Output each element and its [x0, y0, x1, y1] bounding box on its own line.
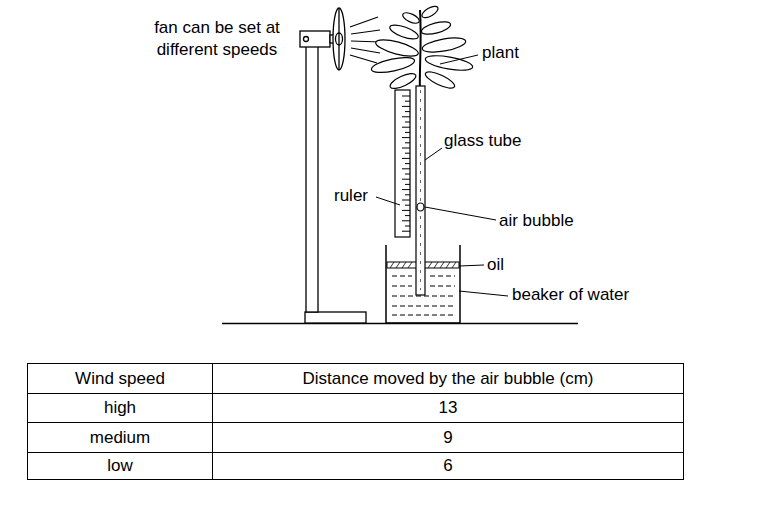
ruler-tick — [405, 226, 410, 227]
ruler-drawing — [395, 90, 410, 237]
part-label: plant — [482, 42, 519, 64]
ruler-tick — [405, 184, 410, 185]
ruler-tick — [405, 142, 410, 143]
ruler-tick — [402, 179, 410, 180]
part-label: beaker of water — [512, 284, 629, 306]
ruler-tick — [405, 194, 410, 195]
plant-drawing — [370, 4, 473, 92]
table-header: Wind speed — [28, 364, 212, 393]
ruler-tick — [405, 215, 410, 216]
air-bubble-drawing — [417, 203, 424, 211]
part-label: glass tube — [444, 130, 522, 152]
ruler-tick — [402, 168, 410, 169]
ruler-tick — [402, 231, 410, 232]
ruler-tick — [402, 127, 410, 128]
table-cell: high — [28, 394, 212, 422]
table-cell: 6 — [213, 453, 683, 479]
table-cell: low — [28, 453, 212, 479]
wind-lines — [350, 17, 381, 63]
ruler-tick — [402, 200, 410, 201]
table-cell: medium — [28, 423, 212, 452]
ruler-tick — [405, 163, 410, 164]
table-cell: 9 — [213, 423, 683, 452]
ruler-tick — [402, 210, 410, 211]
ruler-tick — [402, 148, 410, 149]
part-label: ruler — [334, 185, 368, 207]
part-label: oil — [487, 254, 504, 276]
glass-tube-drawing — [416, 86, 425, 295]
table-grid — [28, 364, 684, 480]
ruler-tick — [405, 111, 410, 112]
fan-stand — [300, 8, 366, 323]
ruler-tick — [405, 174, 410, 175]
fan-label: fan can be set at different speeds — [132, 17, 302, 61]
ruler-tick — [402, 106, 410, 107]
ruler-tick — [402, 116, 410, 117]
table-cell: 13 — [213, 394, 683, 422]
part-label: air bubble — [499, 210, 574, 232]
ruler-tick — [405, 122, 410, 123]
ruler-tick — [402, 158, 410, 159]
leader-lines — [376, 55, 508, 296]
ruler-tick — [402, 220, 410, 221]
ruler-tick — [402, 137, 410, 138]
ruler-tick — [405, 101, 410, 102]
ruler-tick — [405, 132, 410, 133]
ruler-tick — [402, 189, 410, 190]
ruler-tick — [405, 153, 410, 154]
table-header: Distance moved by the air bubble (cm) — [213, 364, 683, 393]
ruler-tick — [405, 205, 410, 206]
ruler-tick — [402, 96, 410, 97]
